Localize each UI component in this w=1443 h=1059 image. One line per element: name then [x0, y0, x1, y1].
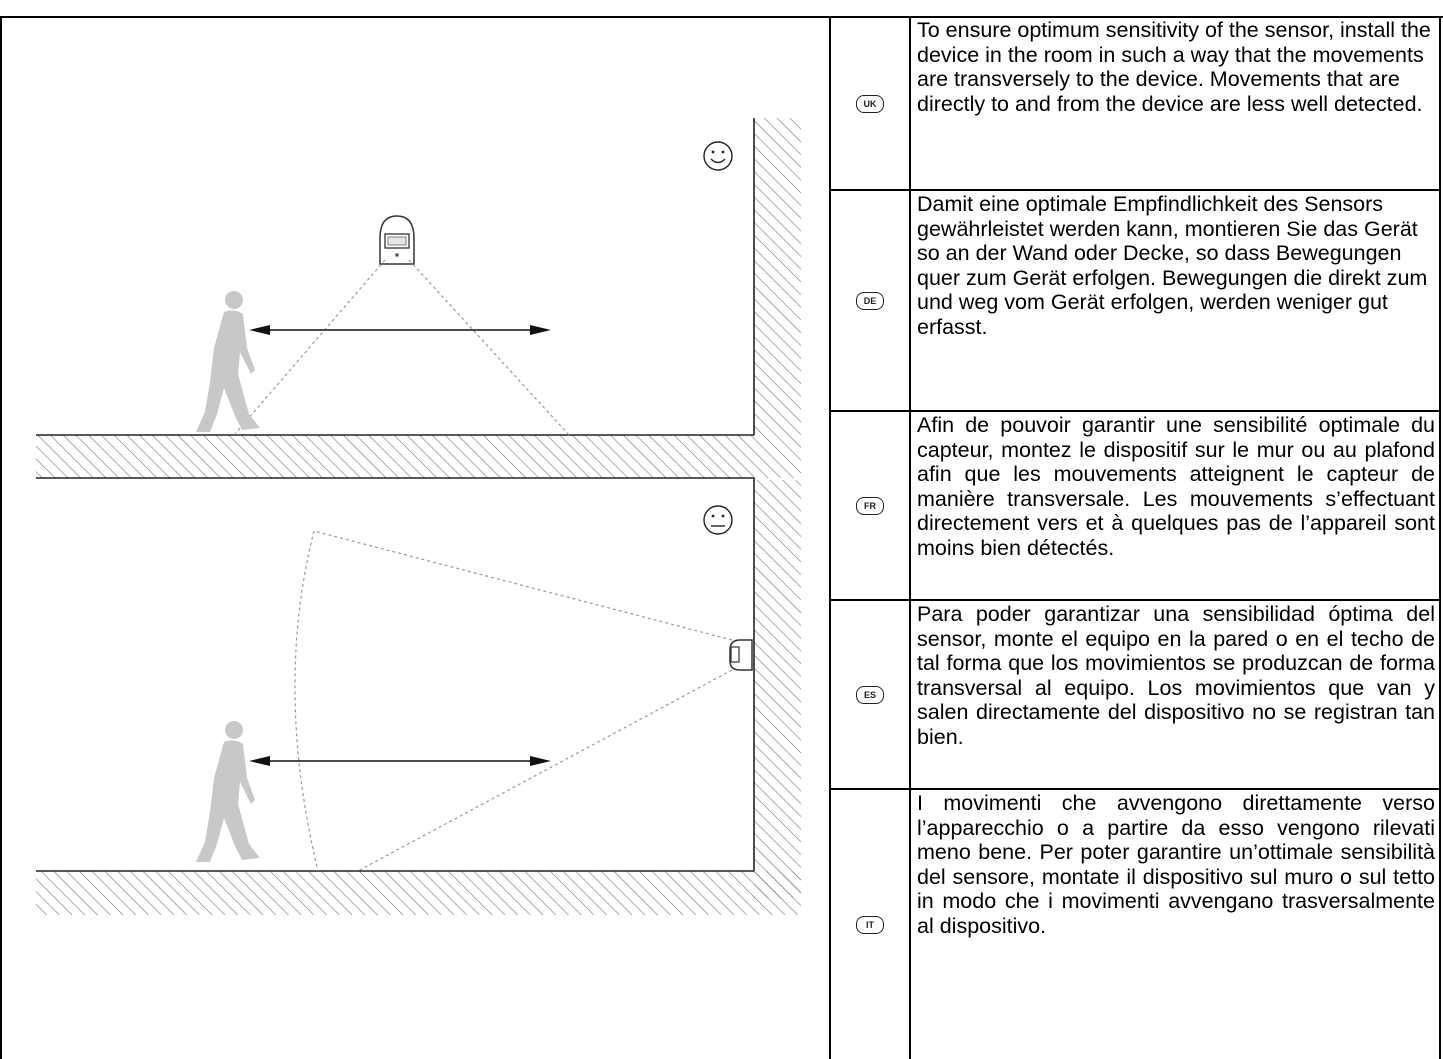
row-divider — [829, 788, 1441, 790]
instruction-text-it: I movimenti che avvengono direttamente v… — [917, 791, 1435, 938]
column-divider — [829, 16, 831, 1059]
installation-illustration — [36, 118, 801, 915]
instruction-text-es: Para poder garantizar una sensibilidad ó… — [917, 602, 1435, 749]
table-border-top — [0, 16, 1443, 18]
language-cell: DE — [831, 191, 909, 410]
language-cell: IT — [831, 790, 909, 1059]
wall-motion-sensor-icon — [729, 639, 753, 671]
language-badge-fr: FR — [856, 496, 884, 515]
detection-cone-line — [313, 530, 733, 641]
language-cell: FR — [831, 412, 909, 599]
row-divider — [829, 410, 1441, 412]
movement-arrow — [249, 325, 551, 335]
walking-person-icon — [196, 721, 260, 862]
floor-hatch — [36, 871, 801, 915]
language-badge-it: IT — [856, 915, 884, 934]
detection-cone-line — [357, 669, 733, 872]
wall-hatch — [754, 480, 801, 898]
detection-cone-line — [233, 259, 386, 436]
row-divider — [829, 189, 1441, 191]
instruction-text-fr: Afin de pouvoir garantir une sensibilité… — [917, 413, 1435, 560]
table-border-left — [0, 16, 2, 1059]
floor-hatch — [36, 435, 801, 478]
detection-arc — [294, 530, 319, 872]
walking-person-icon — [196, 291, 260, 432]
instruction-text-uk: To ensure optimum sensitivity of the sen… — [917, 18, 1431, 116]
column-divider — [909, 16, 911, 1059]
instruction-text-de: Damit eine optimale Empfindlichkeit des … — [917, 192, 1428, 339]
smiley-happy-icon — [703, 141, 733, 171]
detection-cone-line — [408, 259, 570, 436]
language-badge-uk: UK — [856, 94, 884, 113]
table-border-right — [1439, 16, 1441, 1059]
row-divider — [829, 599, 1441, 601]
language-badge-de: DE — [856, 291, 884, 310]
language-cell: ES — [831, 601, 909, 788]
wall-hatch — [754, 118, 801, 435]
language-badge-es: ES — [856, 685, 884, 704]
smiley-neutral-icon — [703, 505, 733, 535]
language-cell: UK — [831, 18, 909, 189]
movement-arrow — [249, 756, 551, 766]
ceiling-motion-sensor-icon — [379, 215, 415, 265]
